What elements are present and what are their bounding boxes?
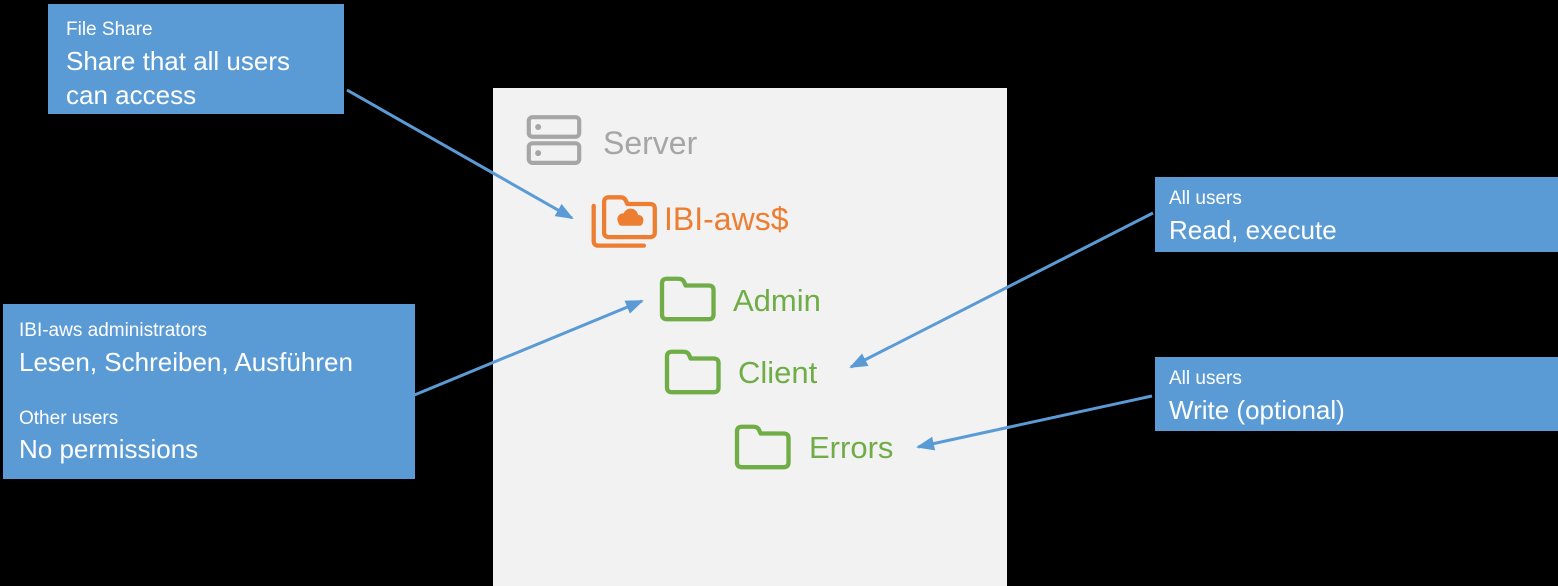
server-panel: Server IBI-aws$ Admin Client [493,88,1007,586]
callout-title: Other users [19,407,119,429]
callout-title: All users [1169,188,1242,209]
callout-file-share: File Share Share that all users can acce… [48,4,344,114]
folder-icon [659,276,716,322]
folder-label-ibi-aws: IBI-aws$ [664,201,789,237]
callout-body: Lesen, Schreiben, Ausführen [19,346,353,377]
callout-body: Read, execute [1169,214,1337,245]
server-icon [526,115,582,165]
callout-write-optional: All users Write (optional) [1155,357,1558,431]
callout-administrators: IBI-aws administrators Lesen, Schreiben,… [3,304,415,479]
callout-body: No permissions [19,434,199,465]
callout-spacer [19,379,399,405]
folder-icon [664,349,721,395]
folder-label-errors: Errors [809,430,894,465]
folder-label-admin: Admin [733,283,821,318]
server-label: Server [603,125,698,161]
callout-body: Write (optional) [1169,394,1345,425]
shared-cloud-folder-icon [591,195,657,248]
folder-icon [734,424,791,470]
cloud-glyph [617,208,644,226]
callout-body: Share that all users can access [66,45,291,110]
callout-title: All users [1169,368,1242,389]
folder-label-client: Client [738,355,818,390]
callout-title: IBI-aws administrators [19,320,207,341]
callout-title: File Share [66,19,153,40]
callout-read-execute: All users Read, execute [1155,177,1558,252]
